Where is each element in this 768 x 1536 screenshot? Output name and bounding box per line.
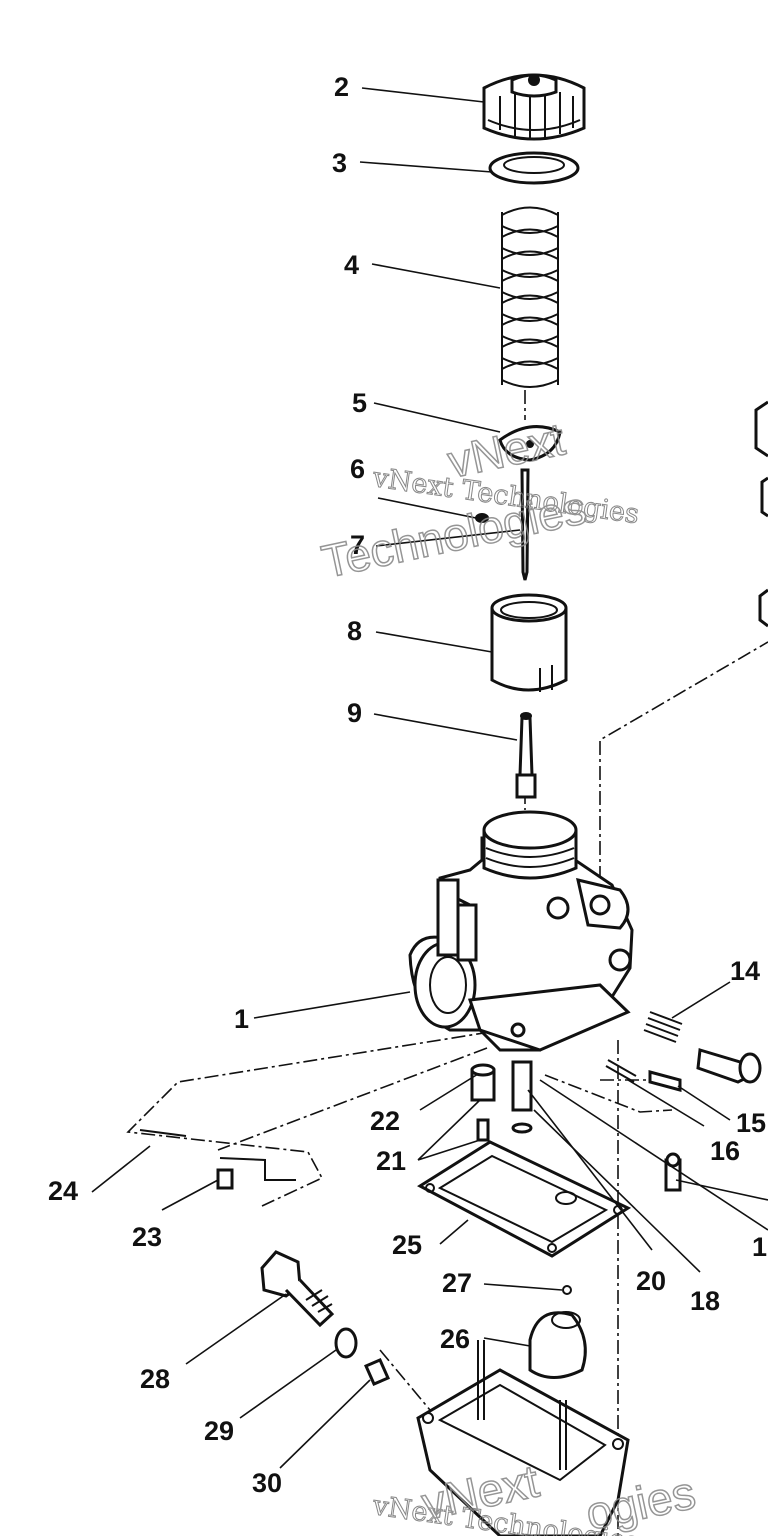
part-retainer (498, 425, 562, 462)
callout-4: 4 (344, 250, 359, 280)
float-lever-path (126, 1031, 491, 1207)
callout-22: 22 (370, 1106, 400, 1136)
part-spring (501, 206, 559, 388)
callout-18: 18 (690, 1286, 720, 1316)
callout-29: 29 (204, 1416, 234, 1446)
callout-21: 21 (376, 1146, 406, 1176)
callout-30: 30 (252, 1468, 282, 1498)
callout-5: 5 (352, 388, 367, 418)
part-idle-screw (696, 1048, 762, 1084)
callout-16: 16 (710, 1136, 740, 1166)
part-bolt-washer (334, 1327, 358, 1359)
float-pin-path (217, 1047, 488, 1151)
part-ball (562, 1285, 572, 1295)
callout-7: 7 (350, 530, 365, 560)
part-banjo-bolt (260, 1250, 335, 1328)
part-clip (475, 513, 489, 523)
callout-15: 15 (736, 1108, 766, 1138)
callout-28: 28 (140, 1364, 170, 1394)
part-float-bowl (416, 1340, 630, 1536)
part-pilot-screw (605, 1059, 682, 1092)
bolt-path (379, 1349, 431, 1411)
callout-3: 3 (332, 148, 347, 178)
part-cap (482, 73, 586, 141)
part-needle-jet (515, 712, 537, 799)
callout-8: 8 (347, 616, 362, 646)
callout-26: 26 (440, 1324, 470, 1354)
leader-lines (91, 87, 768, 1469)
callout-14: 14 (730, 956, 760, 986)
part-small-screw (364, 1358, 390, 1386)
part-main-jet (511, 1060, 533, 1134)
part-throttle-slide (490, 593, 568, 692)
part-edge-fitting (754, 400, 768, 628)
part-drain-plug (664, 1152, 682, 1192)
part-gasket (417, 1140, 632, 1258)
part-needle (520, 468, 530, 581)
callout-1: 1 (234, 1004, 249, 1034)
part-washer (488, 151, 580, 185)
callout-23: 23 (132, 1222, 162, 1252)
part-float-arm (216, 1157, 296, 1190)
callout-25: 25 (392, 1230, 422, 1260)
callout-2: 2 (334, 72, 349, 102)
callout-9: 9 (347, 698, 362, 728)
part-idle-spring (643, 1011, 683, 1043)
part-carburetor-body (408, 810, 634, 1052)
callout-17-partial: 1 (752, 1232, 767, 1262)
part-pilot-jet (470, 1063, 496, 1142)
callout-20: 20 (636, 1266, 666, 1296)
throttle-cable-path (599, 641, 768, 905)
part-float (528, 1311, 587, 1379)
callout-27: 27 (442, 1268, 472, 1298)
callout-24: 24 (48, 1176, 78, 1206)
callout-6: 6 (350, 454, 365, 484)
callout-labels: 2 3 4 5 6 7 8 9 1 14 15 16 1 22 21 24 23… (48, 72, 767, 1498)
part-float-pin (139, 1129, 187, 1137)
drain-path (544, 1074, 673, 1113)
